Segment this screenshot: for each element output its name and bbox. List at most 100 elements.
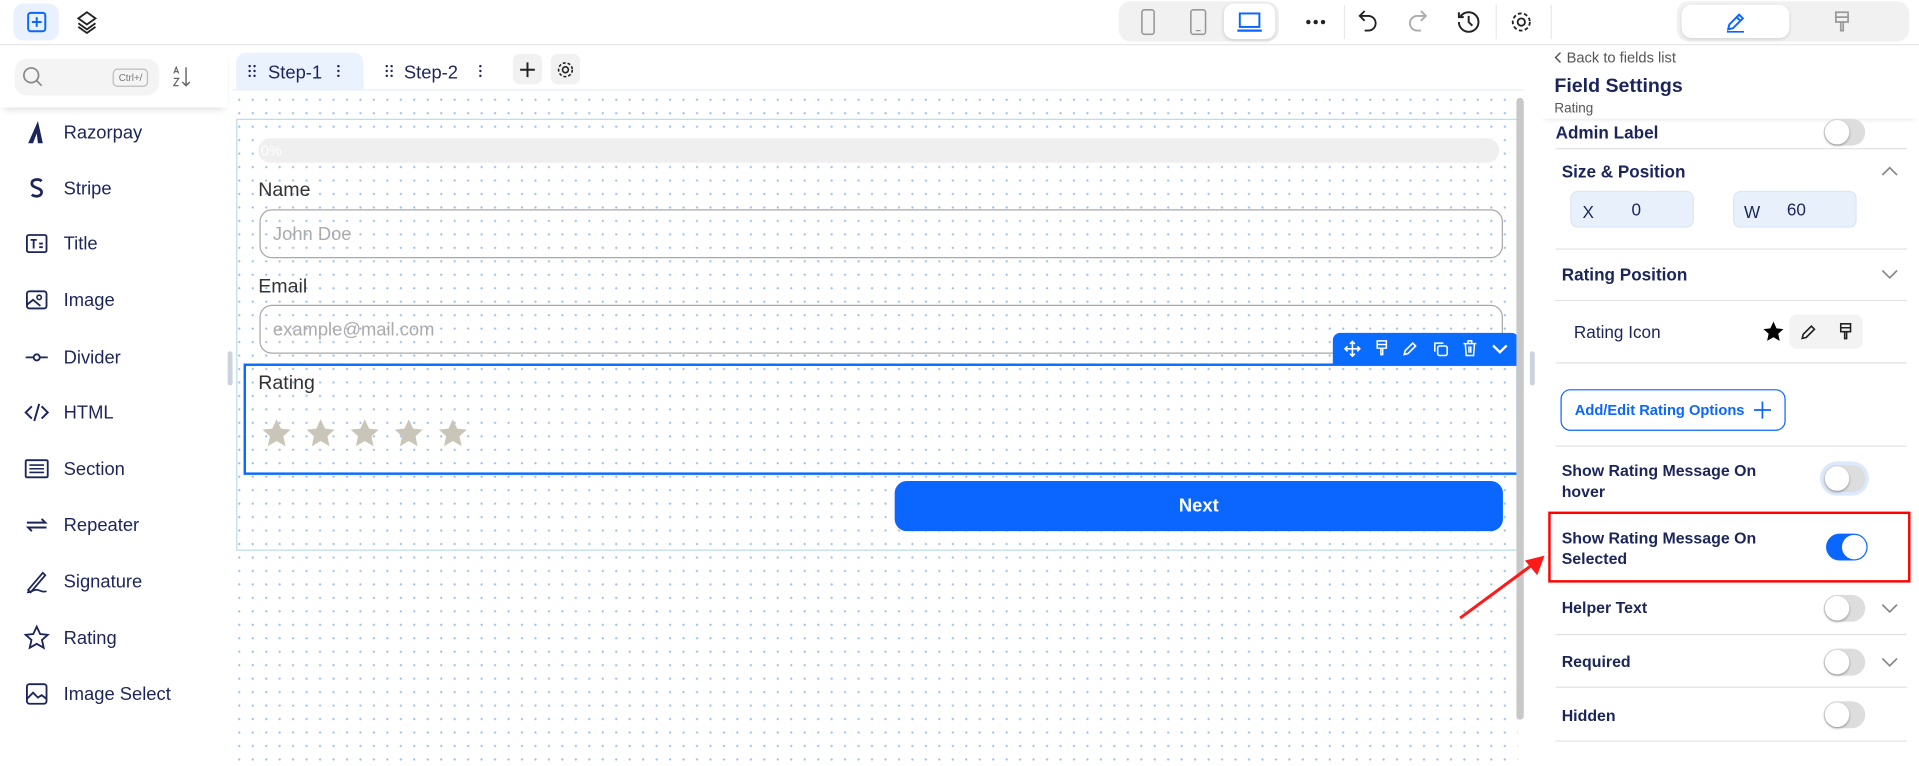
rating-star[interactable] <box>348 416 382 450</box>
sort-button[interactable] <box>170 61 194 93</box>
image-select-icon <box>22 680 51 707</box>
field-action-toolbar <box>1332 332 1519 364</box>
add-field-button[interactable] <box>13 3 59 41</box>
label-line: Selected <box>1561 549 1628 568</box>
star-outline-icon <box>22 624 51 651</box>
desktop-view-button[interactable] <box>1223 3 1276 40</box>
admin-label-row: Admin Label <box>1555 122 1659 142</box>
rating-position-heading[interactable]: Rating Position <box>1561 264 1688 284</box>
rating-star[interactable] <box>259 416 293 450</box>
rating-star[interactable] <box>304 416 338 450</box>
highlight-box <box>1548 511 1911 583</box>
sidebar-item-divider[interactable]: Divider <box>22 343 121 372</box>
rating-star[interactable] <box>436 416 470 450</box>
repeat-icon <box>22 512 51 539</box>
width-input[interactable]: W 60 <box>1733 190 1857 228</box>
tab-menu-icon[interactable] <box>337 64 341 78</box>
edit-mode-button[interactable] <box>1681 4 1790 38</box>
divider <box>1555 248 1907 250</box>
redo-button[interactable] <box>1403 5 1432 39</box>
style-mode-button[interactable] <box>1826 5 1858 38</box>
edit-icon[interactable] <box>1402 340 1419 357</box>
helper-text-toggle[interactable] <box>1823 594 1866 622</box>
hidden-label: Hidden <box>1561 706 1616 725</box>
next-button[interactable]: Next <box>894 480 1503 532</box>
panel-resize-handle[interactable] <box>1529 351 1535 386</box>
sidebar-item-image-select[interactable]: Image Select <box>22 679 171 708</box>
required-toggle[interactable] <box>1823 648 1866 676</box>
chevron-down-icon[interactable] <box>1881 603 1898 614</box>
sidebar-item-html[interactable]: HTML <box>22 398 114 427</box>
tab-step-2[interactable]: Step-2 <box>373 53 495 90</box>
title-icon <box>22 230 51 257</box>
divider <box>1555 148 1907 150</box>
undo-button[interactable] <box>1354 5 1383 39</box>
chevron-down-icon[interactable] <box>1491 342 1508 354</box>
edit-icon[interactable] <box>1799 322 1817 340</box>
trash-icon[interactable] <box>1462 339 1479 357</box>
paint-brush-icon[interactable] <box>1374 339 1389 357</box>
plus-icon <box>520 61 535 77</box>
name-input[interactable]: John Doe <box>259 209 1503 259</box>
sidebar-item-repeater[interactable]: Repeater <box>22 510 139 539</box>
sidebar-item-image[interactable]: Image <box>22 285 115 314</box>
show-message-selected-toggle[interactable] <box>1826 533 1868 561</box>
chevron-down-icon[interactable] <box>1881 269 1898 280</box>
add-edit-label: Add/Edit Rating Options <box>1574 401 1745 419</box>
sidebar-item-title[interactable]: Title <box>22 229 98 258</box>
tab-step-1[interactable]: Step-1 <box>236 52 364 90</box>
divider-icon <box>22 344 51 371</box>
hidden-toggle[interactable] <box>1823 701 1866 729</box>
tab-menu-icon[interactable] <box>479 64 483 78</box>
add-step-button[interactable] <box>512 53 543 85</box>
move-icon[interactable] <box>1344 339 1362 357</box>
show-message-hover-toggle[interactable] <box>1823 465 1866 493</box>
search-icon <box>23 67 43 87</box>
layers-button[interactable] <box>71 4 103 41</box>
label-line: hover <box>1561 482 1606 501</box>
sidebar-item-stripe[interactable]: Stripe <box>22 174 112 203</box>
admin-label-toggle[interactable] <box>1823 118 1866 146</box>
canvas-scrollbar[interactable] <box>1516 97 1524 720</box>
email-input[interactable]: example@mail.com <box>259 304 1503 354</box>
progress-text: 0% <box>260 141 282 160</box>
gear-icon <box>557 61 574 77</box>
sidebar-item-razorpay[interactable]: Razorpay <box>22 117 142 146</box>
x-value: 0 <box>1631 199 1642 220</box>
sidebar-item-label: Image Select <box>63 683 171 705</box>
add-edit-rating-options-button[interactable]: Add/Edit Rating Options <box>1560 389 1786 431</box>
tablet-view-button[interactable] <box>1182 5 1214 39</box>
paint-brush-icon <box>1834 10 1849 31</box>
drag-handle-icon <box>385 64 393 78</box>
sidebar-item-signature[interactable]: Signature <box>22 567 142 596</box>
chevron-down-icon[interactable] <box>1881 657 1898 668</box>
duplicate-icon[interactable] <box>1432 340 1449 357</box>
tab-label: Step-1 <box>268 62 323 84</box>
size-position-heading[interactable]: Size & Position <box>1561 161 1686 182</box>
next-label: Next <box>1178 495 1219 517</box>
field-search-input[interactable]: Ctrl+/ <box>14 58 160 96</box>
helper-text-label: Helper Text <box>1561 598 1648 617</box>
settings-button[interactable] <box>1507 5 1536 39</box>
sidebar-resize-handle[interactable] <box>227 351 233 386</box>
step-settings-button[interactable] <box>550 53 581 85</box>
layers-icon <box>76 11 98 35</box>
sidebar-item-rating[interactable]: Rating <box>22 623 117 652</box>
paint-brush-icon[interactable] <box>1838 322 1853 342</box>
sidebar-item-section[interactable]: Section <box>22 454 125 483</box>
back-to-fields-link[interactable]: Back to fields list <box>1554 49 1676 66</box>
sidebar-item-label: Repeater <box>63 514 140 536</box>
more-options-button[interactable] <box>1301 5 1330 39</box>
image-icon <box>22 286 51 313</box>
rating-star[interactable] <box>392 416 426 450</box>
chevron-up-icon[interactable] <box>1881 165 1898 176</box>
redo-icon <box>1409 10 1428 32</box>
x-position-input[interactable]: X 0 <box>1570 190 1694 228</box>
star-filled-icon <box>1763 321 1784 341</box>
history-icon <box>1457 11 1480 33</box>
history-button[interactable] <box>1453 5 1485 39</box>
mobile-icon <box>1141 8 1155 36</box>
mobile-view-button[interactable] <box>1133 5 1162 39</box>
tablet-icon <box>1190 8 1207 36</box>
